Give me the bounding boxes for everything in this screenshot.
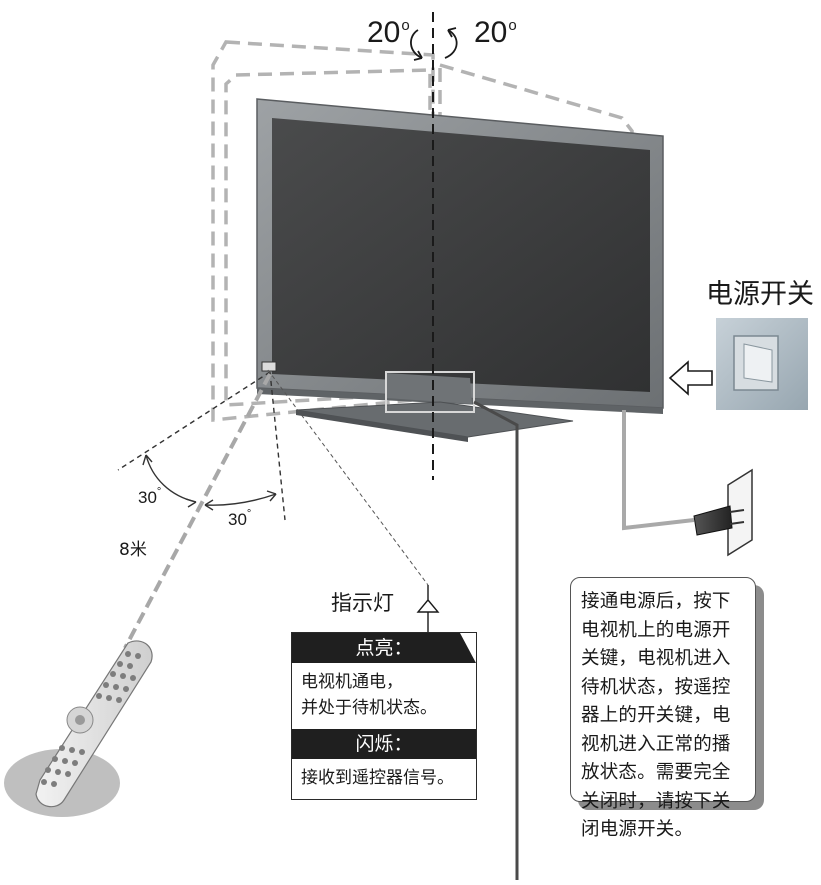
angle-label-down-right: 30° bbox=[228, 508, 252, 529]
tv-stand-base-edge bbox=[296, 410, 468, 442]
remote-signal-line bbox=[123, 373, 272, 649]
power-cable bbox=[622, 410, 695, 531]
plug-prong-2 bbox=[729, 521, 745, 525]
indicator-flash-text: 接收到遥控器信号。 bbox=[301, 768, 454, 788]
angle-line-left bbox=[117, 371, 271, 471]
remote-ok-button bbox=[75, 715, 85, 725]
stand-leader-line bbox=[473, 400, 519, 880]
rotate-left-arrowhead bbox=[413, 50, 423, 61]
angle-arc-left-head bbox=[142, 454, 153, 466]
indicator-lit-text: 电视机通电， 并处于待机状态。 bbox=[301, 672, 437, 718]
power-switch-label: 电源开关 bbox=[706, 279, 814, 310]
indicator-status-box: 点亮： 电视机通电， 并处于待机状态。 闪烁： 接收到遥控器信号。 bbox=[291, 632, 477, 800]
viewing-angle-lines bbox=[117, 371, 286, 521]
angle-label-right: 20o bbox=[474, 16, 517, 49]
indicator-lit-heading: 点亮： bbox=[292, 633, 476, 663]
angle-label-down-left: 30° bbox=[138, 486, 162, 507]
socket-plate bbox=[727, 468, 753, 557]
wall-socket bbox=[693, 468, 753, 557]
tv-stand-neck bbox=[385, 373, 472, 404]
remote-buttons bbox=[41, 651, 141, 787]
indicator-leader-dashed bbox=[267, 369, 429, 586]
switch-button bbox=[743, 343, 773, 383]
angle-arc-right-head2 bbox=[266, 490, 277, 502]
tv-screen bbox=[272, 118, 650, 392]
distance-label: 8米 bbox=[119, 540, 147, 560]
switch-arrow-icon bbox=[668, 360, 713, 396]
plug-prong-1 bbox=[729, 509, 745, 513]
stand-highlight bbox=[385, 371, 475, 413]
tv-set bbox=[256, 98, 664, 442]
angle-label-left: 20o bbox=[367, 16, 410, 49]
power-switch-inset bbox=[668, 318, 808, 410]
indicator-flash-heading: 闪烁： bbox=[292, 729, 476, 759]
remote-body bbox=[35, 640, 153, 808]
angle-line-right bbox=[269, 371, 286, 521]
indicator-pointer bbox=[416, 585, 440, 613]
rotation-arrows bbox=[410, 27, 458, 61]
angle-arc-right bbox=[204, 493, 277, 506]
angle-arc-right-head bbox=[204, 499, 214, 511]
power-plug bbox=[693, 505, 733, 536]
angle-arc-left-head2 bbox=[185, 498, 197, 508]
indicator-led bbox=[261, 361, 277, 372]
rotate-right-arrowhead bbox=[447, 27, 457, 38]
power-instructions-box: 接通电源后，按下电视机上的电源开关键，电视机进入待机状态，按遥控器上的开关键，电… bbox=[570, 577, 756, 840]
rotate-right-arrow bbox=[444, 29, 458, 59]
outline-inner bbox=[224, 68, 432, 407]
rotate-left-arrow bbox=[410, 29, 423, 59]
remote-control bbox=[4, 640, 153, 817]
indicator-title: 指示灯 bbox=[331, 591, 394, 615]
